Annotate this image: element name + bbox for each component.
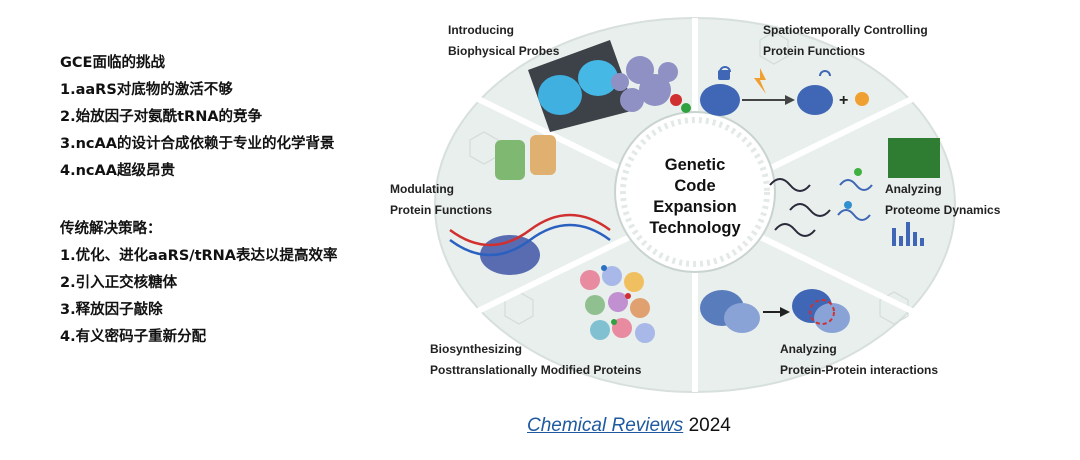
- gce-diagram: Genetic Code Expansion Technology Introd…: [390, 17, 1001, 393]
- strategy-item-3: 3.释放因子敲除: [60, 302, 163, 318]
- ptm-protein-grid: [580, 265, 655, 343]
- ppi-label-2: Protein-Protein interactions: [780, 363, 938, 377]
- ptm-label-2: Posttranslationally Modified Proteins: [430, 363, 642, 377]
- journal-link[interactable]: Chemical Reviews: [527, 415, 684, 436]
- proteome-illustration: [769, 138, 940, 246]
- citation-year: 2024: [688, 415, 731, 436]
- introducing-label-2: Biophysical Probes: [448, 44, 560, 58]
- proteome-label-1: Analyzing: [885, 182, 942, 196]
- ppi-illustration: [700, 289, 850, 333]
- spatiotemporal-label-1: Spatiotemporally Controlling: [763, 23, 928, 37]
- modulating-label-1: Modulating: [390, 182, 454, 196]
- modulating-label-2: Protein Functions: [390, 203, 492, 217]
- challenge-item-1: 1.aaRS对底物的激活不够: [60, 82, 233, 98]
- challenge-item-2: 2.始放因子对氨酰tRNA的竞争: [60, 109, 263, 125]
- center-line-1: Genetic: [665, 156, 726, 174]
- center-line-3: Expansion: [653, 198, 736, 216]
- strategy-item-1: 1.优化、进化aaRS/tRNA表达以提高效率: [60, 248, 338, 264]
- strategy-item-2: 2.引入正交核糖体: [60, 275, 178, 291]
- fluorescence-image: [528, 40, 635, 132]
- svg-text:+: +: [839, 92, 848, 109]
- proteome-label-2: Proteome Dynamics: [885, 203, 1001, 217]
- left-text-panel: GCE面临的挑战 1.aaRS对底物的激活不够 2.始放因子对氨酰tRNA的竞争…: [60, 50, 390, 351]
- ppi-label-1: Analyzing: [780, 342, 837, 356]
- protein-ribbon-probe: [611, 56, 691, 113]
- strategies-title: 传统解决策略：: [60, 221, 162, 237]
- caged-protein-illustration: +: [700, 66, 869, 116]
- ptm-label-1: Biosynthesizing: [430, 342, 522, 356]
- strategy-item-4: 4.有义密码子重新分配: [60, 329, 207, 345]
- center-circle: [614, 111, 776, 273]
- spatiotemporal-label-2: Protein Functions: [763, 44, 865, 58]
- challenges-title: GCE面临的挑战: [60, 55, 165, 71]
- center-line-2: Code: [674, 177, 715, 195]
- introducing-label-1: Introducing: [448, 23, 514, 37]
- citation: Chemical Reviews 2024: [527, 415, 731, 437]
- center-line-4: Technology: [649, 219, 741, 237]
- modulating-illustration: [449, 135, 611, 275]
- challenge-item-4: 4.ncAA超级昂贵: [60, 163, 175, 179]
- challenge-item-3: 3.ncAA的设计合成依赖于专业的化学背景: [60, 136, 335, 152]
